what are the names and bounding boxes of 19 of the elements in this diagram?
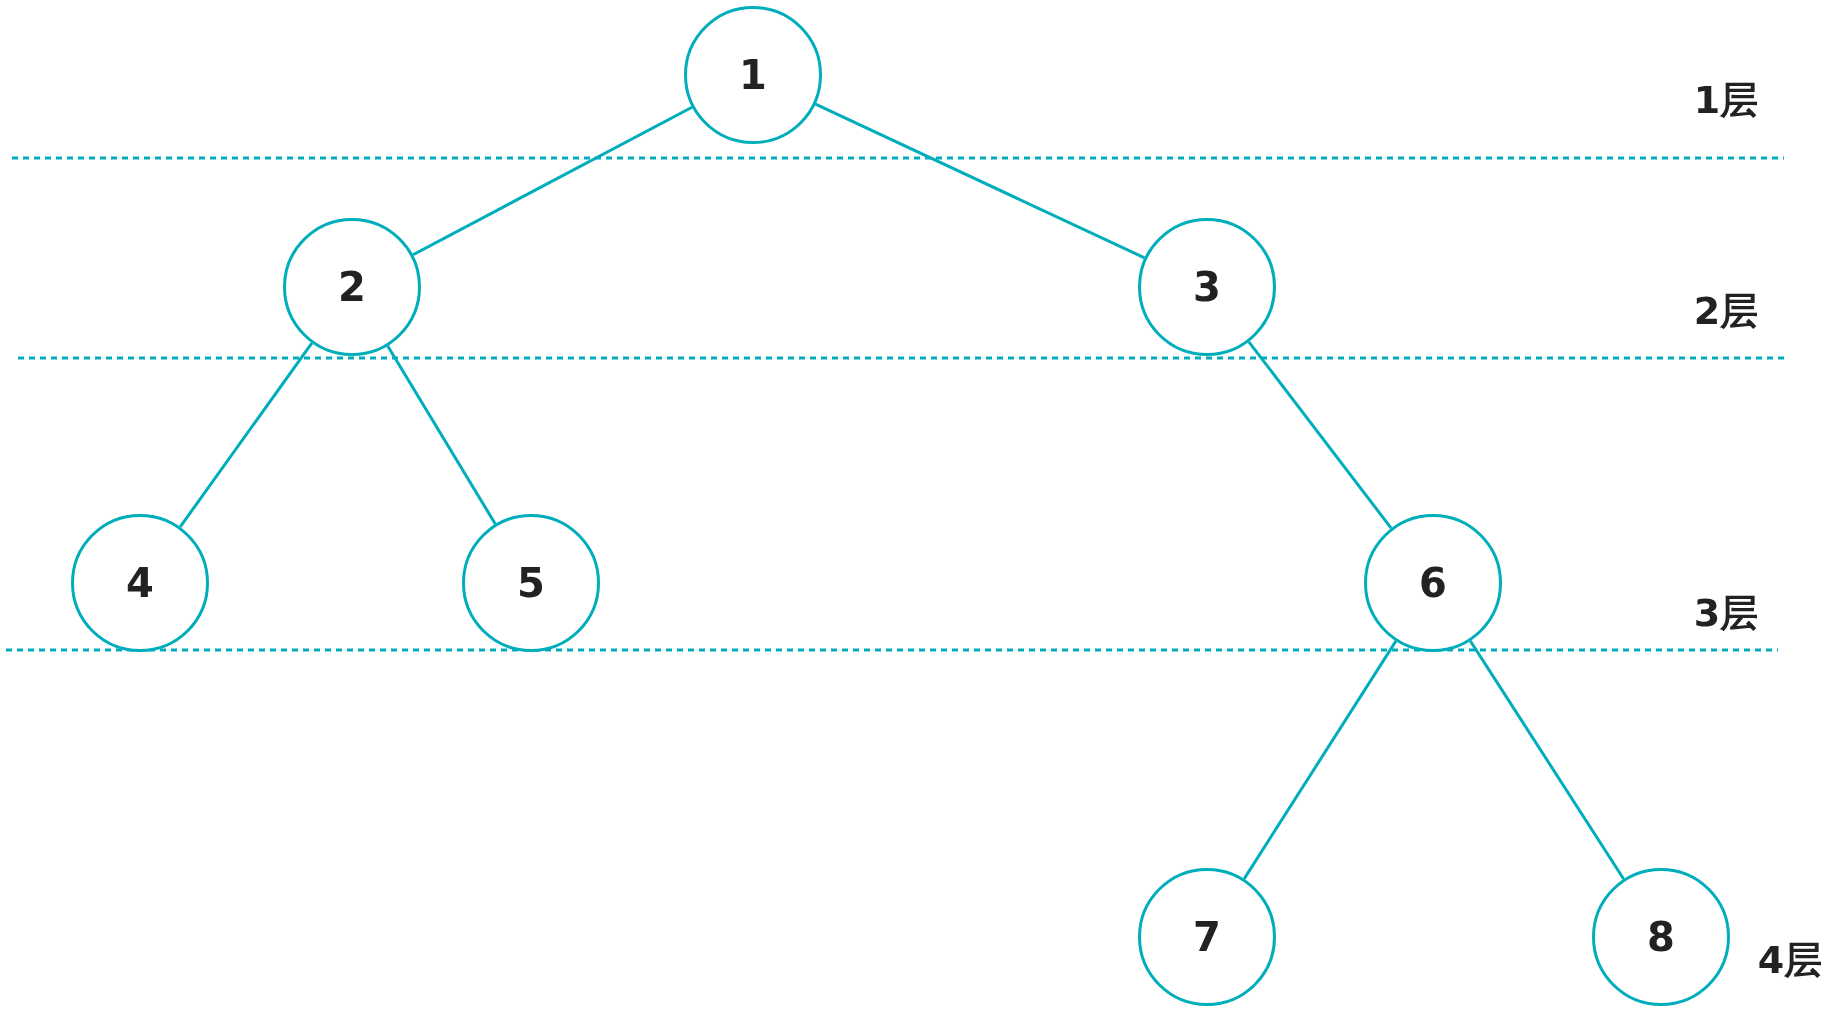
- tree-edge: [1242, 640, 1398, 880]
- tree-edge: [178, 342, 314, 528]
- tree-edge: [386, 345, 497, 525]
- tree-node-circle: 4: [71, 514, 209, 652]
- level-label: 3层: [1693, 589, 1759, 637]
- level-label: 1层: [1693, 76, 1759, 124]
- tree-node-circle: 7: [1138, 868, 1276, 1006]
- tree-edge: [814, 102, 1146, 260]
- tree-node-circle: 8: [1592, 868, 1730, 1006]
- tree-edge: [1247, 340, 1393, 530]
- tree-node-circle: 3: [1138, 218, 1276, 356]
- tree-node-circle: 2: [283, 218, 421, 356]
- tree-node-circle: 1: [684, 6, 822, 144]
- level-label: 4层: [1757, 936, 1823, 984]
- tree-node-circle: 6: [1364, 514, 1502, 652]
- tree-edge: [412, 105, 693, 257]
- level-label: 2层: [1693, 287, 1759, 335]
- tree-node-circle: 5: [462, 514, 600, 652]
- tree-edge: [1469, 640, 1625, 880]
